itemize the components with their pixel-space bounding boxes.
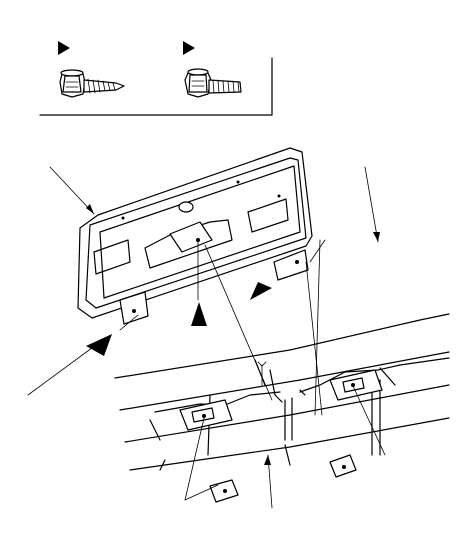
leader-line — [352, 385, 386, 456]
bumper-clip — [179, 399, 233, 431]
alignment-line — [119, 314, 139, 331]
key-box-border — [39, 57, 273, 116]
fastener-key — [39, 41, 273, 116]
mounting-tab — [273, 249, 309, 281]
triangle-marker-icon — [58, 41, 70, 55]
alignment-line — [204, 244, 273, 401]
alignment-line — [314, 239, 321, 416]
triangle-marker-icon — [86, 334, 112, 356]
alignment-line — [309, 239, 326, 263]
alignment-line — [305, 261, 323, 416]
leader-line — [49, 166, 95, 215]
triangle-marker-icon — [191, 302, 207, 326]
bumper-face — [114, 313, 450, 471]
flange-bolt-icon — [184, 68, 242, 98]
fastener-indicators — [86, 282, 272, 356]
tapping-screw-icon — [59, 69, 125, 98]
leader-line — [184, 417, 205, 501]
mounting-hole — [178, 201, 194, 213]
leader-line — [184, 484, 219, 501]
leader-line — [27, 341, 101, 396]
bumper-clip — [329, 369, 383, 401]
leader-line — [364, 166, 379, 243]
mounting-tab — [119, 291, 149, 325]
center-clip — [169, 221, 213, 253]
license-plate-base — [77, 147, 313, 325]
triangle-marker-icon — [250, 282, 272, 300]
callout-lines — [27, 166, 386, 509]
triangle-marker-icon — [183, 41, 195, 55]
clip-nut — [329, 454, 357, 478]
clip-nut — [209, 479, 239, 503]
